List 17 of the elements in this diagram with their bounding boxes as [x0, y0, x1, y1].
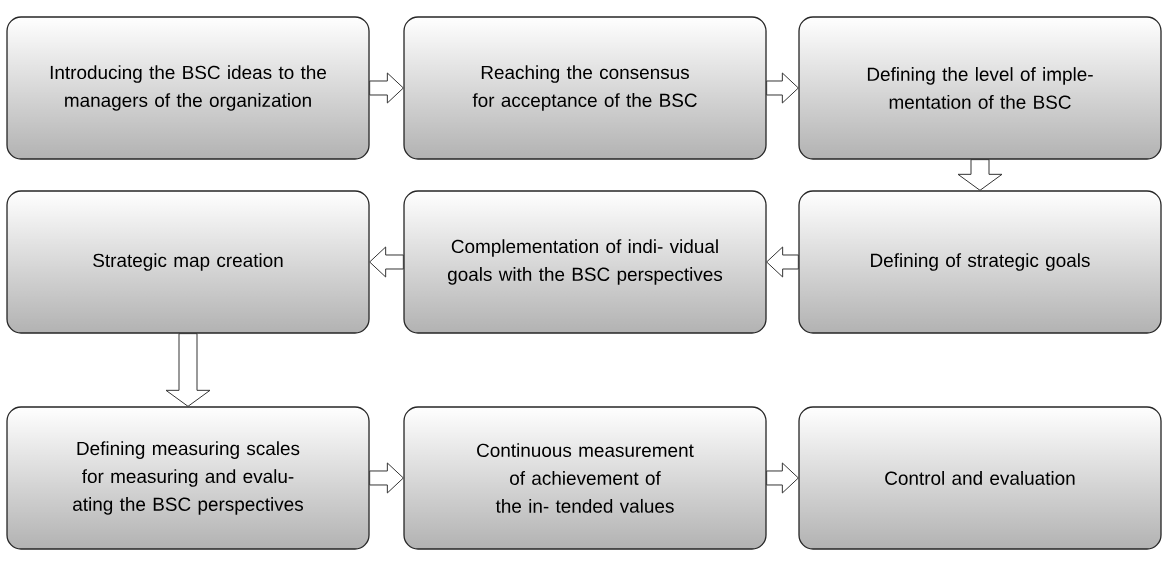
block-arrow — [957, 159, 1003, 191]
block-arrow — [369, 462, 404, 494]
process-box: Strategic map creation — [6, 190, 370, 334]
process-box: Control and evaluation — [798, 406, 1162, 550]
block-arrow — [766, 246, 799, 278]
block-arrow — [766, 72, 799, 104]
process-box: Continuous measurement of achievement of the in- tended values — [403, 406, 767, 550]
block-arrow — [165, 333, 211, 407]
process-box: Defining of strategic goals — [798, 190, 1162, 334]
block-arrow — [369, 72, 404, 104]
process-box: Complementation of indi- vidual goals with the BSC perspectives — [403, 190, 767, 334]
process-box: Defining the level of imple- mentation of the BSC — [798, 16, 1162, 160]
process-box: Introducing the BSC ideas to the managers of the organization — [6, 16, 370, 160]
block-arrow — [766, 462, 799, 494]
block-arrow — [369, 246, 404, 278]
process-box: Defining measuring scales for measuring and evalu- ating the BSC perspectives — [6, 406, 370, 550]
process-box: Reaching the consensus for acceptance of the BSC — [403, 16, 767, 160]
